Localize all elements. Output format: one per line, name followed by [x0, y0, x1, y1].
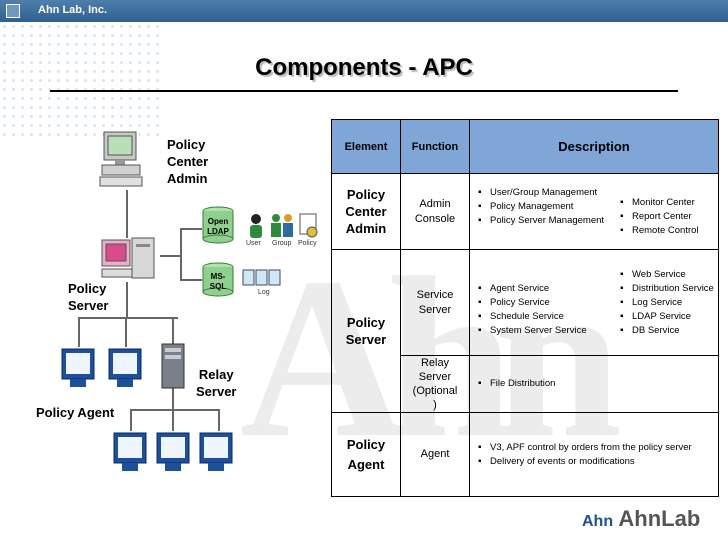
- agent-computer-icon: [199, 432, 233, 471]
- cell-description: V3, APF control by orders from the polic…: [469, 412, 719, 497]
- company-name: Ahn Lab, Inc.: [38, 4, 108, 16]
- connector-line: [218, 409, 220, 431]
- list-item: Agent Service: [476, 283, 612, 295]
- list-item: LDAP Service: [618, 311, 718, 323]
- cell-element: Policy Agent: [331, 412, 401, 497]
- cell-element: Policy Server: [331, 249, 401, 413]
- components-table: Element Function Description Policy Cent…: [331, 119, 719, 497]
- list-item: Policy Service: [476, 297, 612, 309]
- list-item: V3, APF control by orders from the polic…: [476, 442, 718, 454]
- policy-center-admin-label: Policy Center Admin: [167, 137, 209, 186]
- connector-line: [180, 228, 202, 230]
- cell-description: File Distribution: [469, 355, 719, 413]
- table-header-row: Element Function Description: [331, 119, 719, 174]
- header-element: Element: [331, 119, 401, 174]
- connector-line: [172, 317, 174, 347]
- cell-description: Agent Service Policy Service Schedule Se…: [469, 249, 719, 356]
- connector-line: [130, 409, 220, 411]
- list-item: Schedule Service: [476, 311, 612, 323]
- page-title: Components - APC: [255, 54, 473, 81]
- user-group-policy-icons: [250, 213, 318, 238]
- open-ldap-label: Open LDAP: [207, 217, 229, 236]
- header-bar: [0, 0, 728, 22]
- list-item: Monitor Center: [618, 197, 718, 209]
- relay-server-label: Relay Server: [196, 367, 237, 399]
- connector-line: [126, 282, 128, 317]
- list-item: DB Service: [618, 325, 718, 337]
- list-item: System Server Service: [476, 325, 612, 337]
- connector-line: [180, 279, 202, 281]
- group-icon-label: Group: [272, 240, 292, 247]
- list-item: File Distribution: [476, 378, 718, 390]
- database-icon: [202, 206, 234, 244]
- list-item: Distribution Service: [618, 283, 718, 295]
- database-icon: [202, 262, 234, 297]
- logo-square-icon: [6, 4, 20, 18]
- connector-line: [126, 190, 128, 238]
- policy-icon-label: Policy: [298, 240, 317, 247]
- relay-server-icon: [161, 343, 185, 389]
- connector-line: [160, 255, 182, 257]
- table-row: Policy Server Service Server Agent Servi…: [331, 249, 719, 413]
- list-item: Policy Server Management: [476, 215, 612, 227]
- list-item: Remote Control: [618, 225, 718, 237]
- ms-sql-label: MS- SQL: [209, 272, 227, 291]
- cell-function: Service Server: [400, 249, 470, 356]
- agent-computer-icon: [156, 432, 190, 471]
- agent-computer-icon: [61, 348, 95, 387]
- connector-line: [172, 409, 174, 431]
- list-item: User/Group Management: [476, 187, 612, 199]
- policy-server-label: Policy Server: [68, 281, 109, 313]
- policy-agent-label: Policy Agent: [36, 405, 115, 420]
- table-row: Relay Server (Optional ) File Distributi…: [332, 355, 719, 413]
- cell-function: Admin Console: [400, 173, 470, 250]
- connector-line: [130, 409, 132, 431]
- cell-description: User/Group Management Policy Management …: [469, 173, 719, 250]
- table-row: Policy Center Admin Admin Console User/G…: [331, 173, 719, 250]
- connector-line: [172, 388, 174, 410]
- connector-line: [78, 317, 80, 347]
- connector-line: [78, 317, 178, 319]
- log-icon-label: Log: [258, 289, 270, 296]
- header-function: Function: [400, 119, 470, 174]
- cell-function: Agent: [400, 412, 470, 497]
- logo-text: AhnLab: [618, 506, 701, 531]
- policy-server-icon: [101, 237, 155, 279]
- dot-pattern: [0, 22, 160, 142]
- table-row: Policy Agent Agent V3, APF control by or…: [331, 412, 719, 497]
- title-divider: [50, 90, 678, 92]
- header-description: Description: [469, 119, 719, 174]
- list-item: Policy Management: [476, 201, 612, 213]
- admin-computer-icon: [99, 131, 143, 187]
- cell-function: Relay Server (Optional ): [400, 355, 470, 413]
- ahnlab-logo: Ahn AhnLab: [582, 506, 700, 532]
- log-files-icon: [242, 269, 281, 286]
- user-icon-label: User: [246, 240, 261, 247]
- cell-element: Policy Center Admin: [331, 173, 401, 250]
- list-item: Delivery of events or modifications: [476, 456, 718, 468]
- logo-mark: Ahn: [582, 513, 614, 530]
- list-item: Log Service: [618, 297, 718, 309]
- agent-computer-icon: [108, 348, 142, 387]
- agent-computer-icon: [113, 432, 147, 471]
- list-item: Web Service: [618, 269, 718, 281]
- connector-line: [180, 228, 182, 280]
- connector-line: [125, 317, 127, 347]
- list-item: Report Center: [618, 211, 718, 223]
